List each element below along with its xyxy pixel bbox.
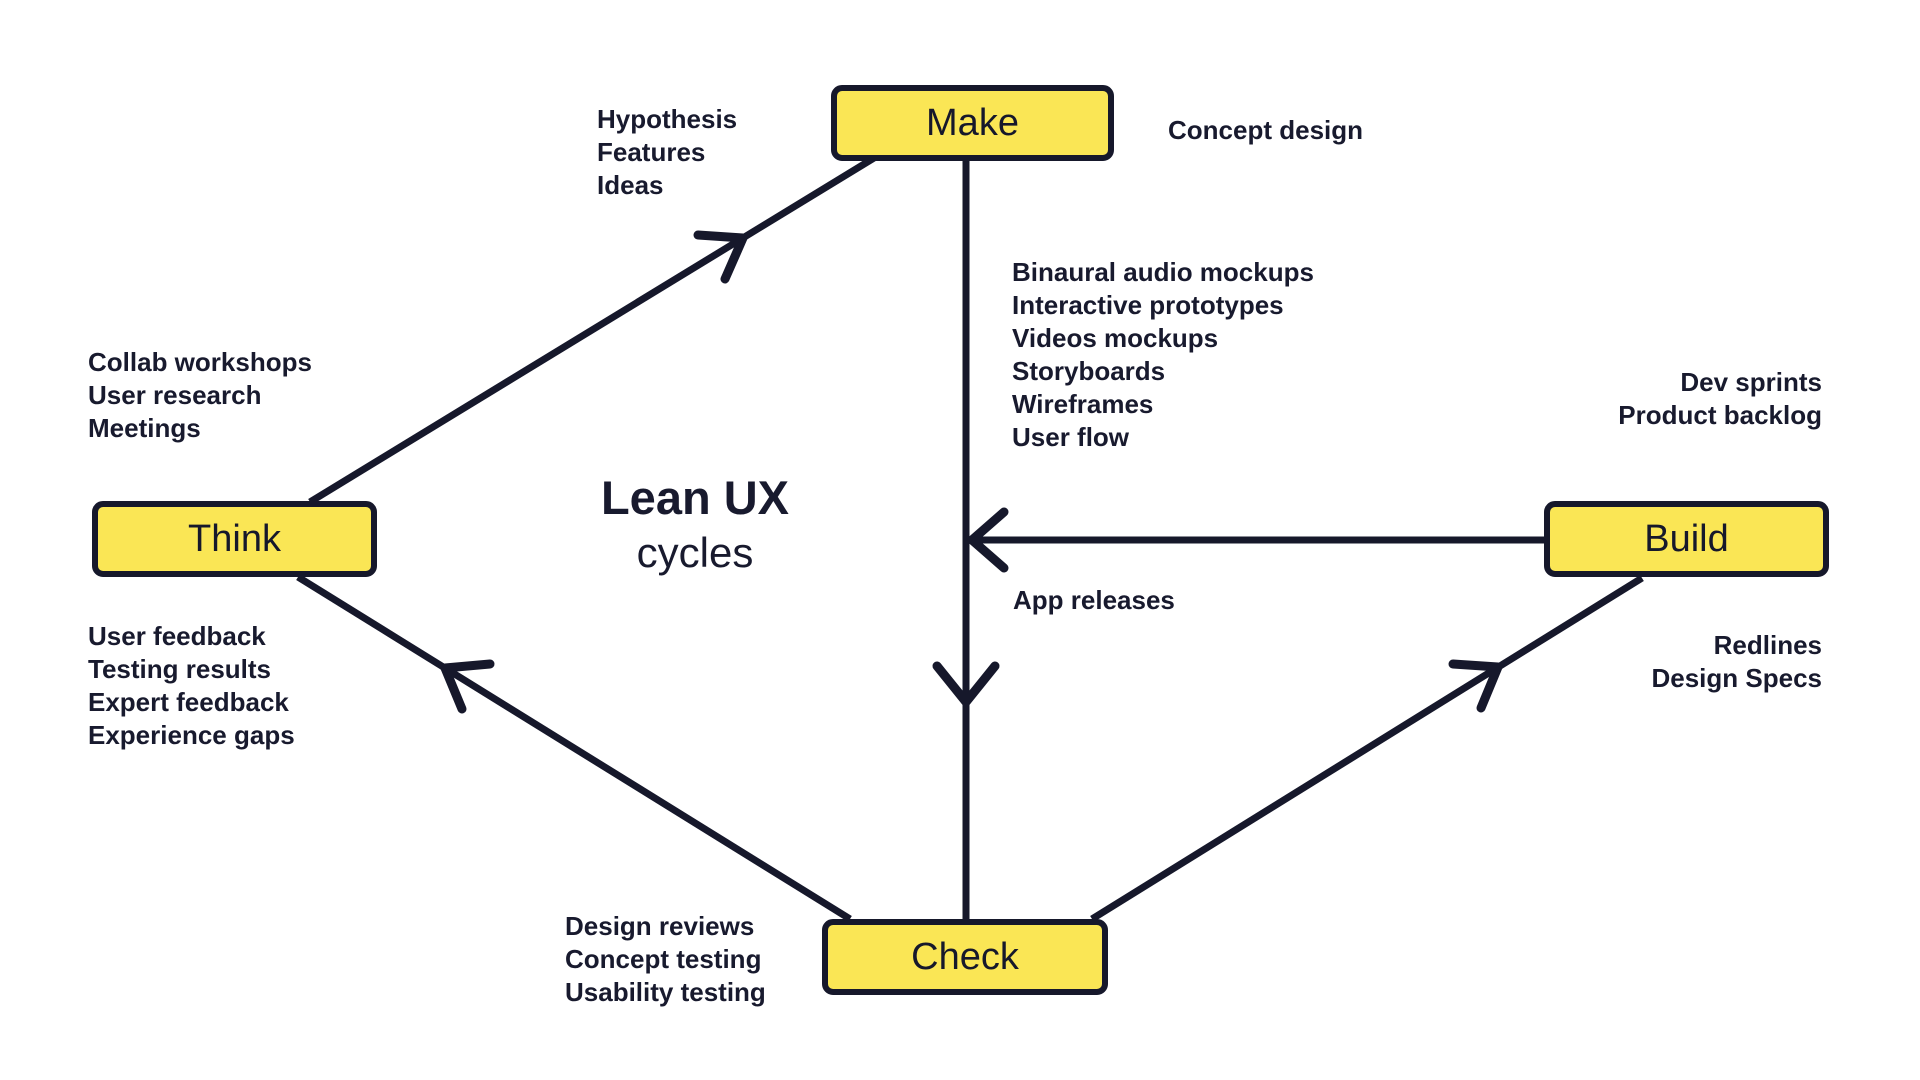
arrowhead-build-to-center [967, 507, 1009, 573]
arrowhead-check-to-think [440, 659, 495, 714]
arrowhead-check-to-build [1448, 659, 1503, 713]
arrowhead-make-to-check [932, 661, 1000, 707]
edge-check-to-think [296, 574, 852, 922]
arrowhead-think-to-make [693, 230, 748, 284]
label-think-to-make-outputs: Hypothesis Features Ideas [597, 104, 738, 200]
edge-check-to-build [1090, 575, 1644, 922]
diagram-title: Lean UX cycles [495, 470, 895, 580]
label-make-deliverables: Binaural audio mockups Interactive proto… [1012, 257, 1314, 452]
label-build-activities: Dev sprints Product backlog [1618, 367, 1822, 430]
node-build: Build [1544, 501, 1829, 577]
label-concept-design: Concept design [1168, 115, 1364, 145]
label-think-feedback: User feedback Testing results Expert fee… [88, 621, 295, 750]
edge-think-to-make [308, 155, 876, 505]
node-think: Think [92, 501, 377, 577]
label-app-releases: App releases [1013, 585, 1175, 615]
label-build-specs: Redlines Design Specs [1651, 630, 1822, 693]
diagram-title-line1: Lean UX [600, 471, 790, 524]
node-check: Check [822, 919, 1108, 995]
diagram-title-line2: cycles [636, 529, 754, 576]
label-think-inputs: Collab workshops User research Meetings [88, 347, 312, 443]
label-check-activities: Design reviews Concept testing Usability… [565, 911, 766, 1007]
node-make: Make [831, 85, 1114, 161]
